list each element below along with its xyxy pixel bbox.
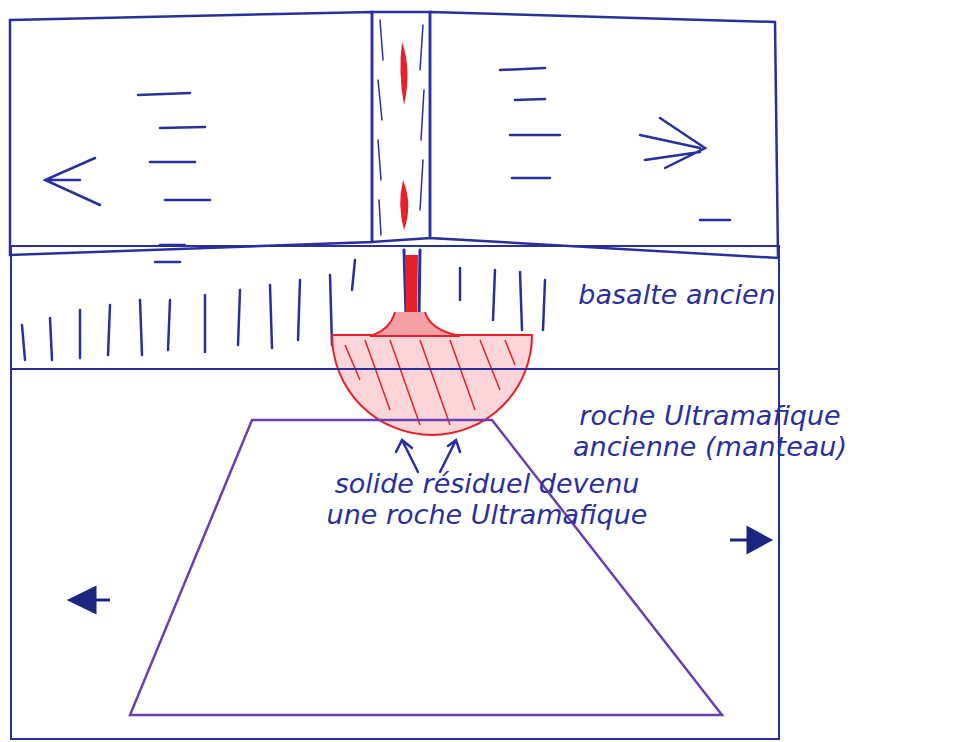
magma-feeder: [405, 255, 418, 312]
triangle-outline: [130, 420, 722, 720]
mantle-block: roche Ultramafique ancienne (manteau)sol…: [10, 370, 780, 740]
magma-lens: [400, 42, 407, 105]
residual-solid-triangle: solide résiduel devenu une roche Ultrama…: [130, 420, 722, 720]
node-label: roche Ultramafique ancienne (manteau): [560, 400, 860, 462]
leader-arrow: [396, 440, 418, 472]
mantle-arrow-left: [70, 588, 110, 612]
left-block-dashes: [138, 93, 210, 262]
leader-arrow: [440, 440, 460, 472]
right-upper-block: [430, 12, 778, 258]
node-label: solide résiduel devenu une roche Ultrama…: [322, 468, 652, 530]
node-label: basalte ancien: [572, 279, 782, 310]
feeder-channel: [404, 250, 420, 315]
triangle-outline: [130, 420, 722, 715]
chamber-hatching: [345, 340, 515, 425]
magma-lens: [400, 180, 408, 230]
mantle-arrow-right: [730, 528, 770, 552]
left-upper-block: [10, 12, 372, 255]
central-dyke: [372, 12, 430, 242]
right-block-dashes: [500, 68, 730, 220]
spreading-arrow-left: [45, 158, 100, 205]
spreading-arrow-right: [640, 118, 705, 168]
basalt-band: basalte ancien: [10, 245, 780, 370]
magma-neck: [370, 312, 460, 336]
dyke-hatching: [378, 20, 424, 235]
